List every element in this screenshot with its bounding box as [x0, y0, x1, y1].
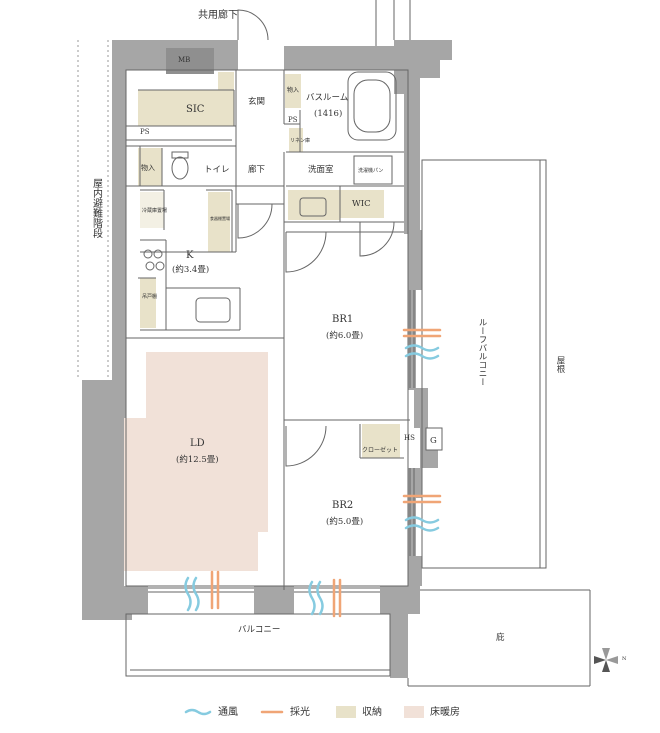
label-br1: BR1 [332, 314, 353, 325]
kitchen-sink [195, 297, 231, 323]
label-linen: リネン庫 [290, 137, 310, 144]
label-storage1: 物入 [287, 86, 299, 94]
closet-fill [362, 424, 400, 458]
doors [202, 9, 395, 467]
label-washroom: 洗面室 [308, 164, 334, 175]
floor-heating-area [124, 352, 268, 571]
label-kitchen: K [186, 250, 194, 261]
label-roof: 屋根 [555, 356, 565, 374]
gas-meter-box [425, 427, 443, 451]
label-closet: クローゼット [362, 446, 398, 454]
storage2-fill [138, 148, 162, 186]
stove-burner-4 [155, 261, 165, 271]
toilet-tank [171, 151, 189, 159]
wash-sink [299, 197, 327, 217]
legend-storage-swatch [336, 706, 356, 718]
legend-storage: 収納 [362, 705, 382, 718]
wic-fill-2 [288, 190, 340, 220]
compass-icon [594, 648, 618, 672]
label-kitchen-size: (約3.4畳) [172, 264, 209, 275]
label-storage2: 物入 [141, 163, 155, 172]
label-corridor: 共用廊下 [198, 8, 238, 21]
ventilation-marks [184, 344, 440, 616]
label-toilet: トイレ [204, 165, 230, 175]
label-br2: BR2 [332, 500, 353, 511]
label-hallway: 廊下 [248, 164, 266, 175]
legend-daylight: 採光 [290, 705, 310, 718]
fridge-fill [140, 192, 164, 228]
label-garden: 庇 [496, 632, 505, 643]
legend: 通風 採光 収納 床暖房 [184, 705, 460, 718]
label-hs: HS [404, 434, 415, 442]
legend-floor-heating: 床暖房 [430, 705, 460, 718]
label-ld: LD [190, 438, 205, 449]
label-mb: MB [178, 56, 190, 64]
sic-storage-fill-top [218, 72, 234, 90]
washer-pan [353, 155, 393, 185]
label-entrance: 玄関 [248, 96, 265, 107]
bathtub-inner [353, 79, 391, 133]
toilet-fixture [171, 156, 189, 180]
label-bathroom: バスルーム [306, 93, 348, 103]
sic-storage-fill [138, 90, 234, 126]
wic-fill [340, 190, 384, 218]
label-sic: SIC [186, 104, 205, 115]
label-wic: WIC [352, 199, 371, 209]
dish-fill [208, 192, 230, 252]
interior-lines [77, 0, 591, 687]
compass-north: N [622, 656, 627, 662]
label-fridge: 冷蔵庫置場 [142, 207, 167, 214]
stove-burner-1 [143, 249, 153, 259]
label-balcony: バルコニー [238, 625, 280, 635]
label-roof-balcony: ルーフバルコニー [477, 318, 487, 386]
label-ps1: PS [140, 128, 150, 136]
label-ps2: PS [288, 116, 298, 124]
label-ld-size: (約12.5畳) [176, 454, 219, 465]
pantry-fill [140, 278, 156, 328]
legend-ventilation: 通風 [218, 706, 238, 718]
label-br2-size: (約5.0畳) [326, 516, 363, 527]
legend-heating-swatch [404, 706, 424, 718]
label-dish: 食器棚置場 [210, 215, 230, 221]
stove-burner-3 [145, 261, 155, 271]
daylight-marks [210, 328, 442, 618]
label-br1-size: (約6.0畳) [326, 330, 363, 341]
windows [148, 290, 415, 593]
legend-wind-icon [184, 708, 212, 716]
label-bath-size: (1416) [314, 108, 342, 119]
storage1-fill [285, 74, 301, 108]
label-washer: 洗濯機パン [358, 167, 383, 174]
label-pantry: 吊戸棚 [142, 293, 157, 300]
label-stairs: 屋内避難階段 [91, 178, 103, 239]
bathtub [347, 71, 397, 141]
label-g: G [430, 436, 437, 446]
stove-burner-2 [153, 249, 163, 259]
